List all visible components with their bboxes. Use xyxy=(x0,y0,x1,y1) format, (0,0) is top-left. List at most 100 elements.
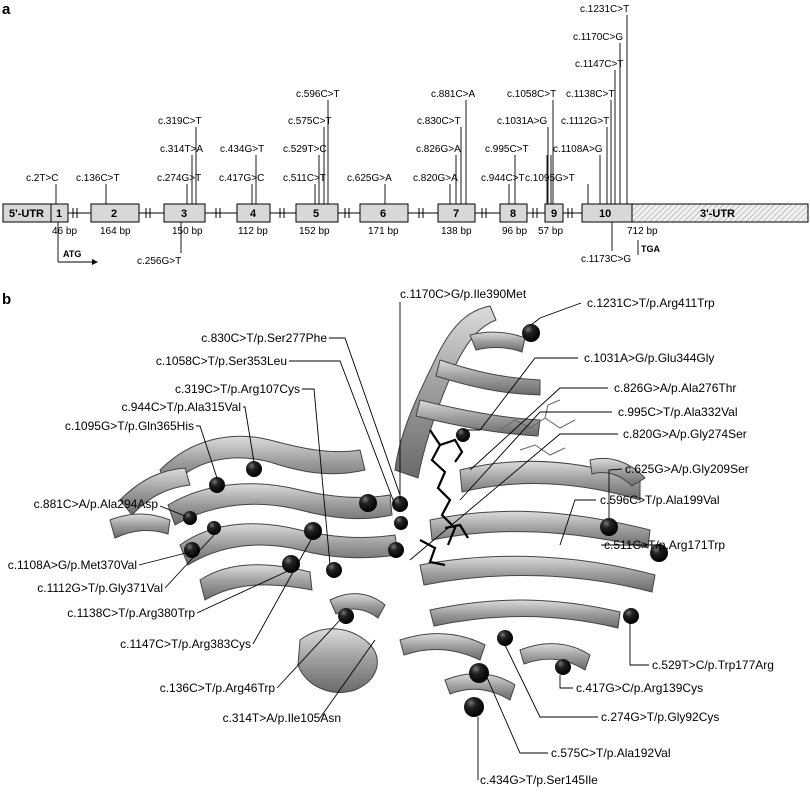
mutation-label: c.1031A>G xyxy=(497,116,548,127)
mutation-spheres xyxy=(183,324,668,717)
exon-size: 171 bp xyxy=(368,226,399,237)
protein-mutation-label: c.820G>A/p.Gly274Ser xyxy=(623,427,747,441)
mutation-sphere xyxy=(623,608,639,624)
mutation-label: c.1173C>G xyxy=(581,254,631,265)
protein-mutation-label: c.1231C>T/p.Arg411Trp xyxy=(587,296,715,310)
mutation-labels-a: c.2T>C c.136C>T c.274G>T c.314T>A c.319C… xyxy=(26,4,631,267)
exon-number: 10 xyxy=(599,208,611,220)
protein-mutation-label: c.434G>T/p.Ser145Ile xyxy=(480,773,598,787)
mutation-sphere xyxy=(183,511,197,525)
exon-number: 9 xyxy=(551,208,557,220)
exon-size: 150 bp xyxy=(172,226,203,237)
exon-box xyxy=(50,203,69,223)
mutation-label: c.256G>T xyxy=(137,256,181,267)
mutation-label: c.1095G>T xyxy=(525,173,575,184)
mutation-label: c.596C>T xyxy=(296,89,340,100)
exon-number: 6 xyxy=(380,208,386,220)
mutation-label: c.830C>T xyxy=(417,116,461,127)
mutation-sphere xyxy=(388,542,404,558)
exon-box xyxy=(437,203,476,223)
panel-b-label: b xyxy=(2,291,11,308)
exon-size: 96 bp xyxy=(502,226,527,237)
exon-number: 7 xyxy=(453,208,459,220)
protein-mutation-label: c.1170C>G/p.Ile390Met xyxy=(400,287,527,301)
beta-sheet-right xyxy=(419,457,656,629)
mutation-label: c.511C>T xyxy=(283,173,326,184)
protein-mutation-label: c.625G>A/p.Gly209Ser xyxy=(625,462,749,476)
mutation-label: c.434G>T xyxy=(220,144,264,155)
exon-box xyxy=(163,203,206,223)
exon-box xyxy=(499,203,528,223)
mutation-label: c.820G>A xyxy=(413,173,458,184)
mutation-label: c.944C>T xyxy=(481,173,525,184)
protein-mutation-label: c.314T>A/p.Ile105Asn xyxy=(223,711,341,725)
mutation-label: c.995C>T xyxy=(485,144,529,155)
mutation-sphere xyxy=(359,494,377,512)
mutation-label: c.1170C>G xyxy=(573,32,623,43)
mutation-label: c.2T>C xyxy=(26,173,59,184)
protein-mutation-label: c.826G>A/p.Ala276Thr xyxy=(614,381,736,395)
utr3-label: 3'-UTR xyxy=(700,208,735,220)
utr5-label: 5'-UTR xyxy=(9,208,44,220)
mutation-sphere xyxy=(469,663,489,683)
mutation-sphere xyxy=(464,697,484,717)
protein-mutation-label: c.1147C>T/p.Arg383Cys xyxy=(120,637,251,651)
mutation-sphere xyxy=(650,544,668,562)
mutation-sphere xyxy=(209,477,225,493)
protein-mutation-label: c.1138C>T/p.Arg380Trp xyxy=(67,606,195,620)
protein-mutation-label: c.274G>T/p.Gly92Cys xyxy=(601,710,719,724)
mutation-label: c.625G>A xyxy=(347,173,392,184)
protein-mutation-label: c.1112G>T/p.Gly371Val xyxy=(37,581,163,595)
protein-mutation-label: c.596C>T/p.Ala199Val xyxy=(600,493,720,507)
start-codon-label: ATG xyxy=(63,249,81,259)
intron-breaks xyxy=(72,208,573,218)
protein-mutation-label: c.944C>T/p.Ala315Val xyxy=(121,400,241,414)
mutation-sphere xyxy=(522,324,540,342)
mutation-label: c.1138C>T xyxy=(566,89,614,100)
protein-mutation-label: c.1095G>T/p.Gln365His xyxy=(65,419,194,433)
mutation-label: c.575C>T xyxy=(288,116,332,127)
mutation-label: c.274G>T xyxy=(157,173,201,184)
exon-size: 46 bp xyxy=(52,226,77,237)
mutation-label: c.529T>C xyxy=(283,144,327,155)
mutation-label: c.881C>A xyxy=(431,89,476,100)
protein-mutation-label: c.529T>C/p.Trp177Arg xyxy=(652,658,774,672)
mutation-label: c.417G>C xyxy=(219,173,264,184)
mutation-sphere xyxy=(207,521,221,535)
stop-codon-label: TGA xyxy=(641,244,660,254)
mutation-sphere xyxy=(246,461,262,477)
mutation-label: c.1231C>T xyxy=(580,4,629,15)
protein-mutation-label: c.136C>T/p.Arg46Trp xyxy=(160,681,276,695)
exon-box xyxy=(359,203,409,223)
exon-number: 1 xyxy=(56,208,62,220)
exon-number: 8 xyxy=(510,208,516,220)
mutation-label: c.826G>A xyxy=(416,144,461,155)
mutation-label: c.136C>T xyxy=(76,173,120,184)
mutation-sphere xyxy=(338,608,354,624)
exon-size: 152 bp xyxy=(299,226,330,237)
exon-box xyxy=(295,203,339,223)
exon-number: 2 xyxy=(111,208,117,220)
mutation-sphere xyxy=(304,522,322,540)
protein-structure xyxy=(109,305,656,701)
mutation-sphere xyxy=(600,518,618,536)
mutation-sphere xyxy=(394,516,408,530)
mutation-sphere xyxy=(326,562,342,578)
exon-number: 4 xyxy=(250,208,257,220)
mutation-sphere xyxy=(497,630,513,646)
protein-mutation-label: c.319C>T/p.Arg107Cys xyxy=(175,382,300,396)
protein-mutation-label: c.1108A>G/p.Met370Val xyxy=(8,558,137,572)
leader-lines xyxy=(138,302,660,780)
panel-a-label: a xyxy=(2,1,11,18)
protein-mutation-label: c.417G>C/p.Arg139Cys xyxy=(576,681,703,695)
mutation-label: c.1108A>G xyxy=(553,144,603,155)
gene-structure: 5'-UTR 3'-UTR 1 2 3 4 5 xyxy=(2,203,809,265)
protein-labels-right: c.1170C>G/p.Ile390Met c.1231C>T/p.Arg411… xyxy=(400,287,774,787)
exon-size: 164 bp xyxy=(100,226,131,237)
mutation-label: c.319C>T xyxy=(158,116,202,127)
protein-mutation-label: c.575C>T/p.Ala192Val xyxy=(551,746,671,760)
protein-mutation-label: c.995C>T/p.Ala332Val xyxy=(618,405,738,419)
mutation-label: c.1112G>T xyxy=(561,116,609,127)
helix-bundle-left xyxy=(109,435,399,601)
